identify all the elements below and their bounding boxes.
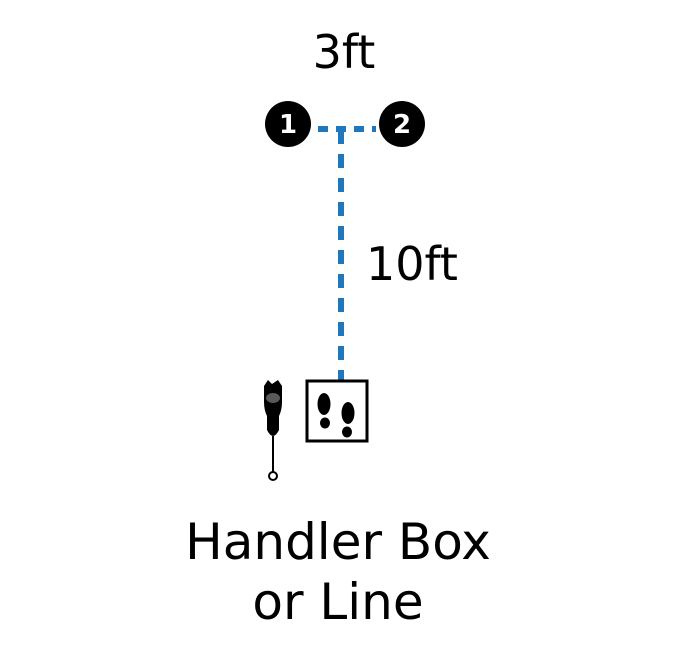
marker-2-number: 2 — [393, 110, 411, 140]
handler-box-outline — [305, 379, 369, 443]
footprints-icon — [317, 393, 355, 438]
marker-1-number: 1 — [279, 110, 297, 140]
measurement-lines — [318, 126, 376, 380]
marker-2-circle — [379, 101, 425, 147]
handler-label-line-1: Handler Box — [185, 513, 491, 571]
distance-label: 10ft — [366, 237, 458, 291]
handler-box-label: Handler Box or Line — [0, 512, 676, 632]
handler-label-line-2: or Line — [252, 573, 424, 631]
marker-2: 2 — [379, 101, 425, 147]
handler-box-icon — [305, 379, 369, 443]
marker-1-circle — [265, 101, 311, 147]
dog-leash-icon — [264, 380, 282, 481]
marker-1: 1 — [265, 101, 311, 147]
width-label: 3ft — [312, 25, 376, 79]
